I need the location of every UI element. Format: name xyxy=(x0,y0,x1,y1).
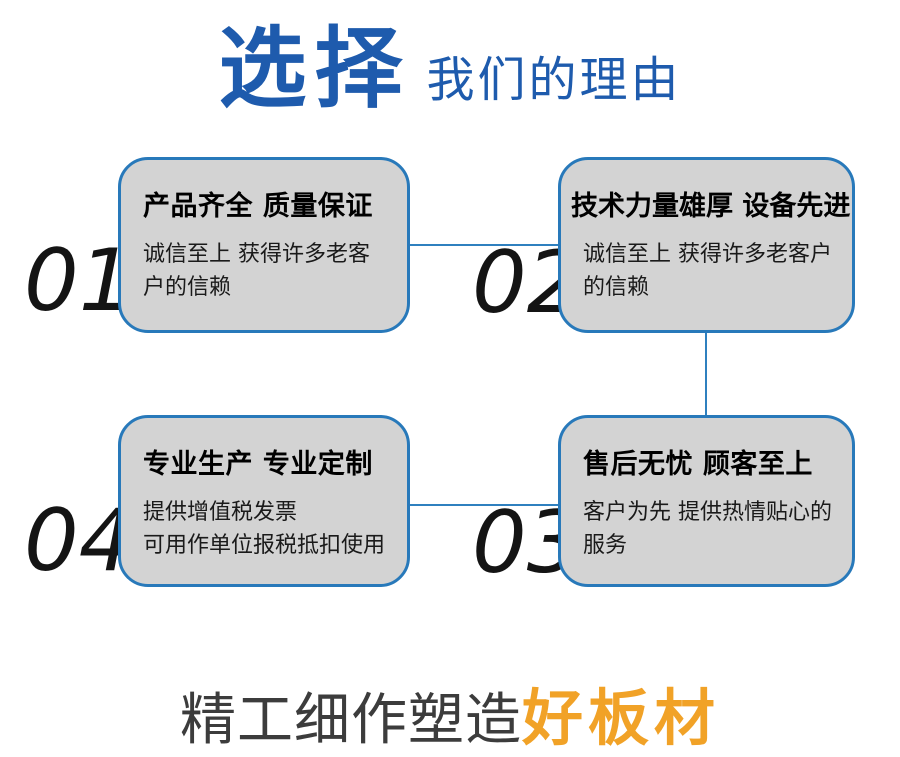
footer-slogan-orange: 好板材 xyxy=(521,683,720,754)
connector-line-card1-card2 xyxy=(410,244,558,246)
step-number-01: 01 xyxy=(24,231,134,331)
reason-card-01: 产品齐全 质量保证 诚信至上 获得许多老客户的信赖 xyxy=(118,157,410,333)
footer-slogan: 精工细作塑造好板材 xyxy=(0,668,900,757)
reason-card-03-title: 售后无忧 顾客至上 xyxy=(583,449,813,480)
connector-line-card2-card3 xyxy=(705,333,707,415)
footer-slogan-gray: 精工细作塑造 xyxy=(179,688,522,753)
reason-card-03: 售后无忧 顾客至上 客户为先 提供热情贴心的服务 xyxy=(558,415,855,587)
reason-card-04-desc: 提供增值税发票 可用作单位报税抵扣使用 xyxy=(143,499,386,558)
reason-card-03-desc: 客户为先 提供热情贴心的服务 xyxy=(583,499,832,558)
reason-card-01-title: 产品齐全 质量保证 xyxy=(143,191,373,222)
page-title-rest: 我们的理由 xyxy=(426,52,682,109)
connector-line-card4-card3 xyxy=(410,504,558,506)
step-number-04: 04 xyxy=(24,491,134,591)
reason-card-02-title: 技术力量雄厚 设备先进 xyxy=(571,191,851,222)
page-title: 选择 我们的理由 xyxy=(0,17,900,120)
reason-card-02-desc: 诚信至上 获得许多老客户的信赖 xyxy=(583,241,832,300)
page-title-strong: 选择 xyxy=(218,17,411,120)
reason-card-02: 技术力量雄厚 设备先进 诚信至上 获得许多老客户的信赖 xyxy=(558,157,855,333)
reason-card-01-desc: 诚信至上 获得许多老客户的信赖 xyxy=(143,241,370,300)
reason-card-04-title: 专业生产 专业定制 xyxy=(143,449,373,480)
reason-card-04: 专业生产 专业定制 提供增值税发票 可用作单位报税抵扣使用 xyxy=(118,415,410,587)
